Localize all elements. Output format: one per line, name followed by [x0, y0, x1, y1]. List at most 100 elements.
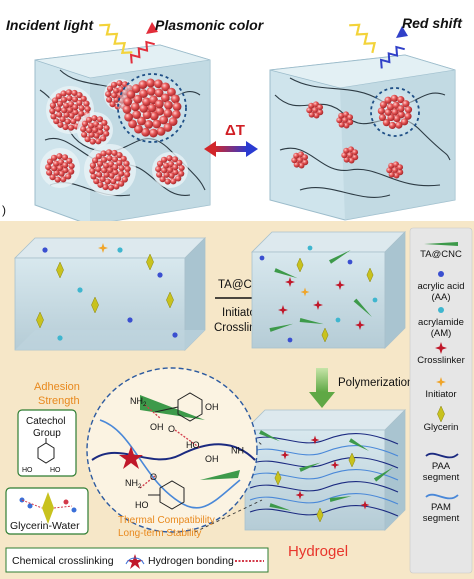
- nanoparticle: [109, 101, 116, 108]
- paa-segment: [249, 505, 399, 517]
- redshift-arrowhead: [396, 26, 408, 38]
- legend-item: Crosslinker: [417, 342, 465, 366]
- nanoparticle: [336, 117, 343, 124]
- cnc-rod-icon: [424, 242, 458, 246]
- nanoparticle: [128, 119, 137, 129]
- nanoparticle: [93, 132, 100, 139]
- legend-label: Initiator: [425, 389, 456, 400]
- chem-oh-b: OH: [205, 402, 219, 412]
- delta-t-label: ΔT: [225, 122, 245, 139]
- nanoparticle: [78, 110, 85, 117]
- nanoparticle: [347, 114, 354, 121]
- nanoparticle: [164, 178, 171, 185]
- nanoparticle: [84, 105, 91, 113]
- nanoparticle: [68, 112, 75, 119]
- nanoparticle: [166, 166, 174, 174]
- nanoparticle: [154, 88, 164, 98]
- nanoparticle: [397, 96, 405, 104]
- chem-oh-c: OH: [205, 454, 219, 464]
- nanoparticle: [388, 121, 396, 130]
- nanoparticle: [92, 157, 99, 164]
- legend-label: TA@CNC: [420, 249, 462, 260]
- legend-label: Glycerin: [424, 422, 459, 433]
- nanoparticle: [298, 162, 305, 169]
- nanoparticle: [58, 170, 65, 177]
- red-shift-label: Red shift: [402, 15, 463, 31]
- nanoparticle: [126, 90, 136, 99]
- nanoparticle: [338, 112, 345, 119]
- nanoparticle: [111, 156, 119, 163]
- nanoparticle: [313, 112, 320, 119]
- right-gel-block: [269, 54, 456, 221]
- nanoparticle: [100, 156, 108, 163]
- nanoparticle: [302, 154, 309, 161]
- nanoparticle: [291, 157, 298, 164]
- adhesion-line2: Strength: [38, 395, 80, 407]
- nanoparticle: [393, 172, 400, 179]
- legend-label: acrylic acid(AA): [418, 281, 465, 303]
- nanoparticle: [342, 117, 348, 123]
- nanoparticle: [54, 176, 61, 183]
- nanoparticle: [108, 172, 115, 179]
- incident-light-wave: [99, 23, 133, 55]
- nanoparticle: [172, 102, 182, 111]
- glycerin-diamond: [56, 261, 64, 279]
- nanoparticle: [89, 167, 96, 175]
- nanoparticle: [124, 165, 131, 173]
- crosslinker-star: [285, 277, 295, 287]
- nanoparticle: [49, 107, 56, 115]
- nanoparticle: [107, 184, 115, 191]
- cnc-rod: [349, 438, 370, 451]
- nanoparticle: [166, 155, 173, 162]
- panel-letter: ): [2, 203, 6, 217]
- catechol-ho-right: HO: [50, 467, 61, 474]
- acrylamide-dot: [372, 297, 378, 303]
- nanoparticle: [50, 154, 58, 161]
- nanoparticle: [137, 116, 146, 126]
- nanoparticle: [88, 122, 95, 129]
- nanoparticle: [49, 174, 56, 181]
- nanoparticle: [379, 101, 387, 109]
- bottom-panel: TA@CNC Initiator Crosslinker Polymerizat…: [0, 221, 474, 579]
- nanoparticle: [78, 104, 85, 112]
- nanoparticle: [51, 165, 58, 172]
- nanoparticle: [161, 82, 170, 92]
- legend-crosslinker-star: [435, 342, 447, 354]
- nanoparticle: [159, 176, 166, 183]
- mixed-box: [251, 231, 406, 349]
- acrylamide-dot: [117, 247, 123, 253]
- nanoparticle: [404, 106, 413, 114]
- crosslinker-star-zoom: [119, 446, 143, 469]
- catechol-ho-left: HO: [22, 467, 33, 474]
- nanoparticle: [347, 152, 353, 158]
- acrylic-acid-dot: [259, 255, 265, 261]
- catechol-box: Catechol Group HO HO: [17, 409, 77, 477]
- nanoparticle: [90, 173, 97, 180]
- nanoparticle: [106, 96, 113, 103]
- nanoparticle: [352, 149, 359, 156]
- nanoparticle: [115, 175, 122, 182]
- nanoparticle: [153, 79, 163, 89]
- nanoparticle: [163, 162, 170, 169]
- nanoparticle: [68, 162, 75, 170]
- chem-nh2-b: NH2: [125, 478, 142, 490]
- incident-light-label: Incident light: [6, 17, 94, 33]
- nanoparticle: [53, 160, 60, 167]
- nanoparticle: [312, 107, 318, 113]
- nanoparticle: [106, 155, 113, 162]
- nanoparticle: [66, 95, 73, 102]
- nanoparticle: [95, 166, 102, 173]
- glycerin-diamond: [91, 296, 99, 314]
- nanoparticle: [91, 126, 99, 134]
- nanoparticle: [391, 108, 399, 116]
- nanoparticle: [123, 171, 131, 178]
- nanoparticle: [50, 113, 57, 120]
- glycerin-diamond: [166, 291, 174, 309]
- nanoparticle: [402, 100, 410, 108]
- nanoparticle: [170, 94, 180, 104]
- legend-label: Crosslinker: [417, 355, 465, 366]
- nanoparticle: [160, 93, 170, 103]
